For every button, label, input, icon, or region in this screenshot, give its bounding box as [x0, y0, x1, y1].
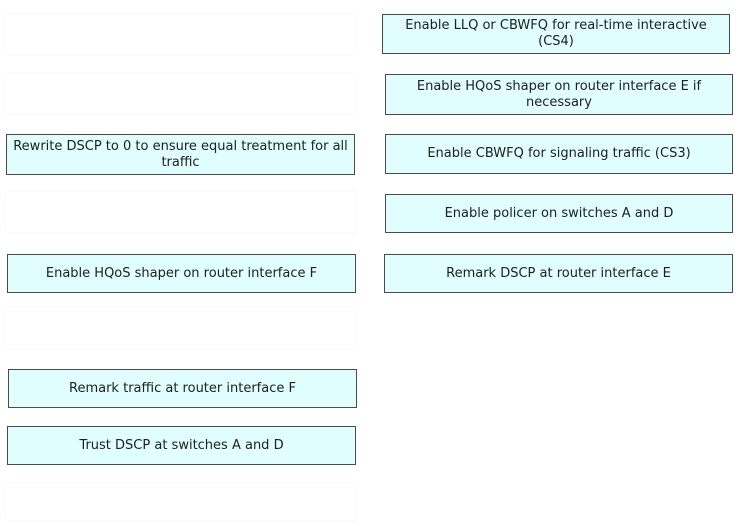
option-remark-traffic-f[interactable]: Remark traffic at router interface F — [8, 369, 357, 408]
left-drop-slot[interactable] — [6, 74, 355, 114]
option-label: Remark DSCP at router interface E — [446, 265, 671, 281]
left-drop-slot[interactable] — [6, 14, 355, 54]
option-trust-dscp[interactable]: Trust DSCP at switches A and D — [7, 426, 356, 465]
option-label: Enable HQoS shaper on router interface E… — [416, 78, 702, 110]
left-drop-slot[interactable] — [6, 484, 355, 520]
option-cbwfq-signaling[interactable]: Enable CBWFQ for signaling traffic (CS3) — [385, 134, 733, 174]
option-policer-switches[interactable]: Enable policer on switches A and D — [385, 194, 733, 233]
left-drop-slot[interactable] — [6, 192, 355, 232]
option-label: Enable LLQ or CBWFQ for real-time intera… — [405, 18, 707, 49]
option-enable-llq-cbwfq[interactable]: Enable LLQ or CBWFQ for real-time intera… — [382, 14, 730, 54]
option-label: Enable CBWFQ for signaling traffic (CS3) — [427, 146, 691, 161]
option-label: Rewrite DSCP to 0 to ensure equal treatm… — [13, 138, 348, 170]
option-label: Enable HQoS shaper on router interface F — [45, 265, 318, 281]
option-remark-dscp-e[interactable]: Remark DSCP at router interface E — [384, 254, 733, 293]
option-label: Remark traffic at router interface F — [69, 380, 296, 396]
option-label: Trust DSCP at switches A and D — [79, 437, 284, 453]
option-hqos-shaper-f[interactable]: Enable HQoS shaper on router interface F — [7, 254, 356, 293]
option-label: Enable policer on switches A and D — [444, 205, 674, 221]
option-rewrite-dscp[interactable]: Rewrite DSCP to 0 to ensure equal treatm… — [6, 134, 355, 175]
option-hqos-shaper-e[interactable]: Enable HQoS shaper on router interface E… — [385, 74, 733, 115]
left-drop-slot[interactable] — [6, 308, 355, 348]
